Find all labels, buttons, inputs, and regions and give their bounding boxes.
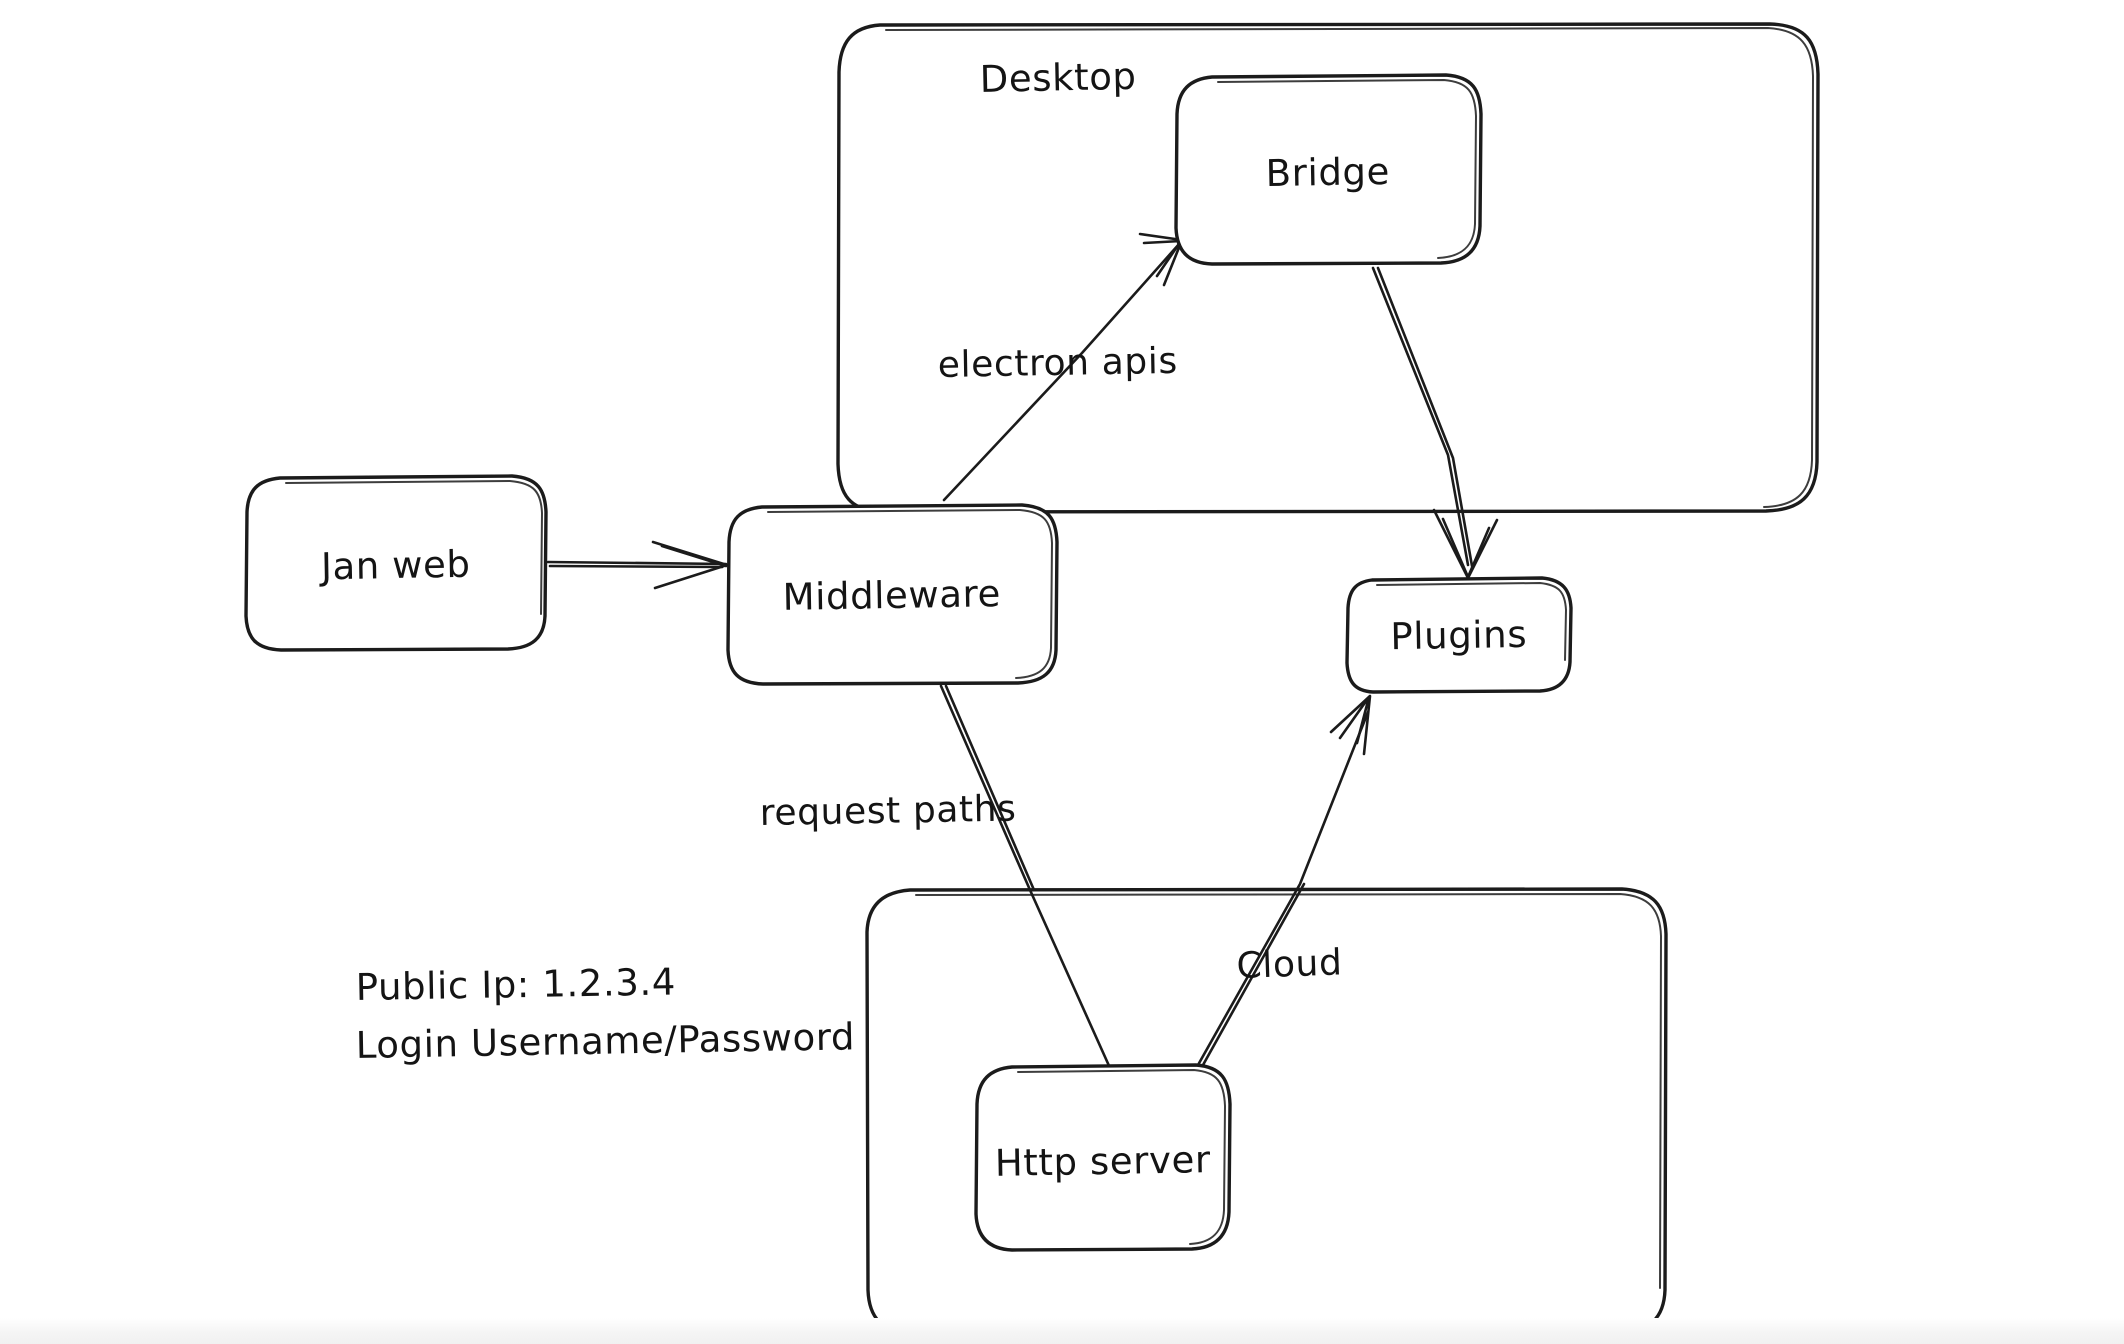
edge-httpserver-to-plugins[interactable]: Cloud xyxy=(1196,694,1372,1067)
container-desktop[interactable]: Desktop xyxy=(836,22,1820,514)
note-login-credentials: Login Username/Password xyxy=(355,1015,855,1067)
node-bridge[interactable]: Bridge xyxy=(1174,73,1483,266)
bottom-edge-strip xyxy=(0,1318,2124,1344)
edge-httpserver-to-plugins-line-second xyxy=(1201,882,1306,1067)
edge-httpserver-to-plugins-arrowhead xyxy=(1329,694,1372,756)
edge-bridge-to-plugins-line xyxy=(1371,266,1470,567)
node-plugins[interactable]: Plugins xyxy=(1345,576,1573,694)
bridge-box-second xyxy=(1217,79,1477,259)
jan-web-box-second xyxy=(285,480,543,615)
edge-web-to-middleware[interactable] xyxy=(546,540,729,590)
edge-middleware-to-bridge[interactable]: electron apis xyxy=(937,232,1184,502)
desktop-container-outline-second xyxy=(885,27,1814,508)
node-http-server[interactable]: Http server xyxy=(974,1063,1232,1252)
jan-web-box xyxy=(244,474,548,652)
bridge-label: Bridge xyxy=(1265,150,1390,195)
edge-httpserver-to-plugins-line xyxy=(1196,710,1370,1067)
desktop-container-outline xyxy=(836,22,1820,514)
note-public-ip: Public Ip: 1.2.3.4 xyxy=(355,960,676,1009)
bridge-box xyxy=(1174,73,1483,266)
cloud-container-outline-second xyxy=(915,893,1662,1289)
http-server-box xyxy=(974,1063,1232,1252)
edge-middleware-to-httpserver-line-second xyxy=(944,684,1036,892)
edge-middleware-to-bridge-line xyxy=(942,241,1182,502)
plugins-label: Plugins xyxy=(1390,613,1527,658)
node-middleware[interactable]: Middleware xyxy=(726,503,1059,686)
plugins-box xyxy=(1345,576,1573,694)
http-server-box-second xyxy=(1017,1069,1226,1245)
edge-label-request-paths: request paths xyxy=(759,789,1016,834)
middleware-label: Middleware xyxy=(782,572,1001,619)
edge-label-electron-apis: electron apis xyxy=(937,341,1178,386)
edge-bridge-to-plugins-arrowhead-second xyxy=(1441,517,1491,579)
edge-label-cloud: Cloud xyxy=(1236,942,1343,987)
edge-bridge-to-plugins[interactable] xyxy=(1371,266,1499,580)
edge-middleware-to-httpserver[interactable]: request paths xyxy=(759,684,1112,1070)
edge-web-to-middleware-line xyxy=(546,560,728,566)
node-jan-web[interactable]: Jan web xyxy=(244,474,548,652)
desktop-container-label: Desktop xyxy=(979,55,1137,101)
middleware-box xyxy=(726,503,1059,686)
plugins-box-second xyxy=(1376,582,1567,661)
jan-web-label: Jan web xyxy=(319,543,471,589)
edge-web-to-middleware-line-second xyxy=(548,564,724,569)
edge-web-to-middleware-arrowhead-second xyxy=(660,544,728,568)
http-server-label: Http server xyxy=(995,1138,1212,1185)
edge-httpserver-to-plugins-arrowhead-second xyxy=(1338,695,1371,745)
middleware-box-second xyxy=(767,509,1053,679)
notes-block: Public Ip: 1.2.3.4 Login Username/Passwo… xyxy=(355,960,855,1067)
edge-bridge-to-plugins-line-second xyxy=(1376,266,1474,568)
edge-middleware-to-httpserver-line xyxy=(939,684,1112,1070)
